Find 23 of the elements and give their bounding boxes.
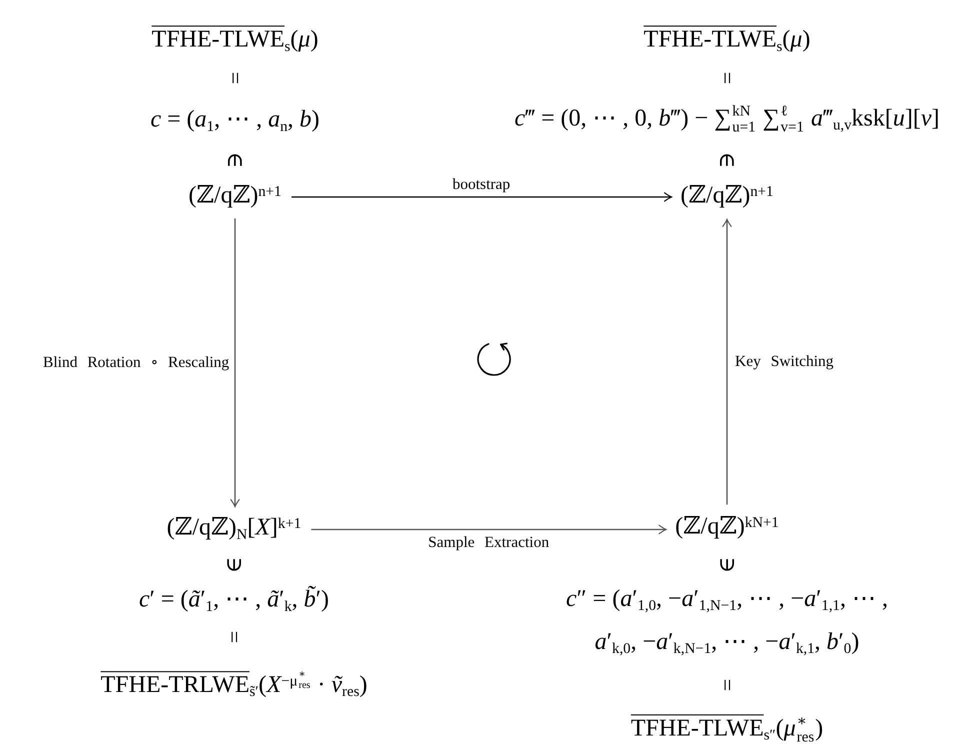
- math-expression: TFHE-TLWE$_{s″}$(μ$^{∗}$$_{res}$): [630, 714, 824, 746]
- math-expression: c‴ = (0, ⋯ , 0, b‴) − ∑$_{u=1}$$^{kN}$ ∑$_{v=1}$$^{ℓ}$ a‴$_{u,v}$ksk[u][v]: [514, 104, 940, 136]
- element-of-sign: ∈: [716, 556, 738, 574]
- set-expression: (ℤ/qℤ)$^{kN+1}$: [675, 512, 779, 542]
- element-of-sign: ∈: [716, 152, 738, 168]
- equals-sign: =: [223, 630, 245, 644]
- math-expression: TFHE-TLWE$_{s}$(μ): [152, 26, 318, 54]
- math-expression: TFHE-TLWE$_{s}$(μ): [644, 26, 810, 54]
- math-expression: c″ = (a′$_{1,0}$, −a′$_{1,N−1}$, ⋯ , −a′$_{1,1}$, ⋯ , a′$_{k,0}$, −a′$_{k,N−1}$, ⋯ , −a′$_{k,1}$, b′$_{0}$): [565, 584, 889, 660]
- element-of-sign: ∈: [223, 556, 245, 574]
- edge-label: Blind Rotation ∘ Rescaling: [41, 354, 232, 372]
- edge-label: bootstrap: [450, 176, 512, 194]
- edge-label: Sample Extraction: [426, 534, 552, 552]
- math-expression: c = (a$_{1}$, ⋯ , a$_{n}$, b): [150, 106, 320, 134]
- element-of-sign: ∈: [224, 152, 246, 168]
- set-expression: (ℤ/qℤ)$^{n+1}$: [680, 182, 774, 210]
- math-expression: c′ = (ã′$_{1}$, ⋯ , ã′$_{k}$, b̃′): [138, 586, 330, 614]
- equals-sign: =: [716, 678, 738, 692]
- set-expression: (ℤ/qℤ)$^{n+1}$: [188, 182, 282, 210]
- edge-label: Key Switching: [733, 353, 836, 371]
- equals-sign: =: [716, 72, 738, 84]
- equals-sign: =: [224, 72, 246, 84]
- set-expression: (ℤ/qℤ)$_{N}$[X]$^{k+1}$: [166, 514, 302, 542]
